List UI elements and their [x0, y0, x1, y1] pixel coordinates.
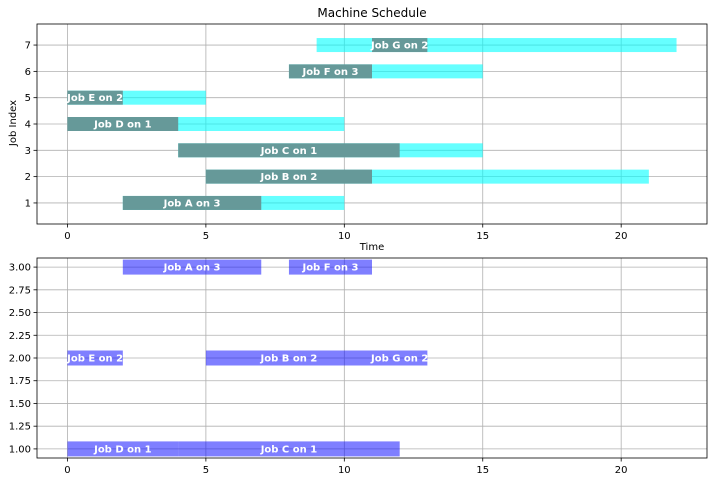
processing-bar	[288, 64, 372, 79]
job-bar-label: Job F on 3	[301, 67, 358, 78]
top-bars: Job A on 3 Job B on 2 Job C on 1 Job D on 1…	[66, 38, 677, 210]
chart-title: Machine Schedule	[317, 6, 426, 20]
y-tick-label: 3	[25, 146, 31, 157]
processing-bar	[67, 90, 123, 105]
machine-bar-label: Job C on 1	[260, 444, 318, 455]
x-tick-label: 0	[64, 465, 70, 476]
machine-bar	[67, 441, 179, 457]
machine-assignment-chart: Job A on 3 Job F on 3 Job E on 2 Job B on 2…	[9, 257, 708, 476]
y-tick-label: 1	[25, 198, 31, 209]
y-tick-label: 1.75	[9, 376, 31, 387]
y-tick-label: 1.50	[9, 399, 31, 410]
x-tick-label: 15	[476, 231, 489, 242]
x-tick-label: 20	[615, 465, 628, 476]
machine-bar-label: Job A on 3	[163, 263, 221, 274]
y-tick-label: 1.25	[9, 422, 31, 433]
machine-bar	[288, 259, 372, 275]
y-tick-label: 5	[25, 93, 31, 104]
bottom-ticks: 0 5 10 15 20 1.00 1.25 1.50 1.75 2.00 2.25 2.50 2.75…	[9, 263, 628, 476]
machine-bar	[178, 441, 400, 457]
machine-bar-label: Job B on 2	[260, 354, 318, 365]
y-tick-label: 1.00	[9, 444, 31, 455]
processing-bar	[67, 117, 179, 131]
y-tick-label: 2.00	[9, 354, 31, 365]
machine-bar	[205, 350, 372, 366]
x-tick-label: 20	[615, 231, 628, 242]
x-tick-label: 10	[338, 231, 351, 242]
bottom-bars: Job A on 3 Job F on 3 Job E on 2 Job B on 2…	[66, 259, 428, 457]
top-ticks: 0 5 10 15 20 1 2 3 4 5 6 7	[25, 41, 628, 242]
y-tick-label: 3.00	[9, 263, 31, 274]
machine-bar-label: Job E on 2	[66, 354, 123, 365]
x-tick-label: 15	[476, 465, 489, 476]
machine-bar-label: Job G on 2	[370, 354, 428, 365]
processing-bar	[372, 38, 428, 53]
y-axis-label: Job Index	[8, 100, 19, 147]
x-tick-label: 10	[338, 465, 351, 476]
processing-bar	[122, 195, 262, 210]
machine-bar-label: Job D on 1	[93, 444, 151, 455]
processing-bar	[205, 169, 372, 184]
x-tick-label: 0	[64, 231, 70, 242]
x-axis-label: Time	[359, 242, 384, 253]
job-bar-label: Job E on 2	[66, 93, 123, 104]
machine-bar	[122, 259, 262, 275]
job-bar-label: Job B on 2	[260, 172, 318, 183]
x-tick-label: 5	[203, 465, 209, 476]
y-tick-label: 2.50	[9, 308, 31, 319]
x-tick-label: 5	[203, 231, 209, 242]
y-tick-label: 2	[25, 172, 31, 183]
job-bar-label: Job G on 2	[370, 41, 428, 52]
job-bar-label: Job D on 1	[93, 120, 151, 131]
y-tick-label: 2.75	[9, 285, 31, 296]
y-tick-label: 2.25	[9, 331, 31, 342]
processing-bar	[178, 143, 400, 158]
job-bar-label: Job A on 3	[163, 198, 221, 209]
machine-bar	[372, 350, 428, 366]
y-tick-label: 4	[25, 120, 31, 131]
y-tick-label: 7	[25, 41, 31, 52]
machine-bar-label: Job F on 3	[301, 263, 358, 274]
y-tick-label: 6	[25, 67, 31, 78]
machine-bar	[67, 350, 123, 366]
job-bar-label: Job C on 1	[260, 146, 318, 157]
